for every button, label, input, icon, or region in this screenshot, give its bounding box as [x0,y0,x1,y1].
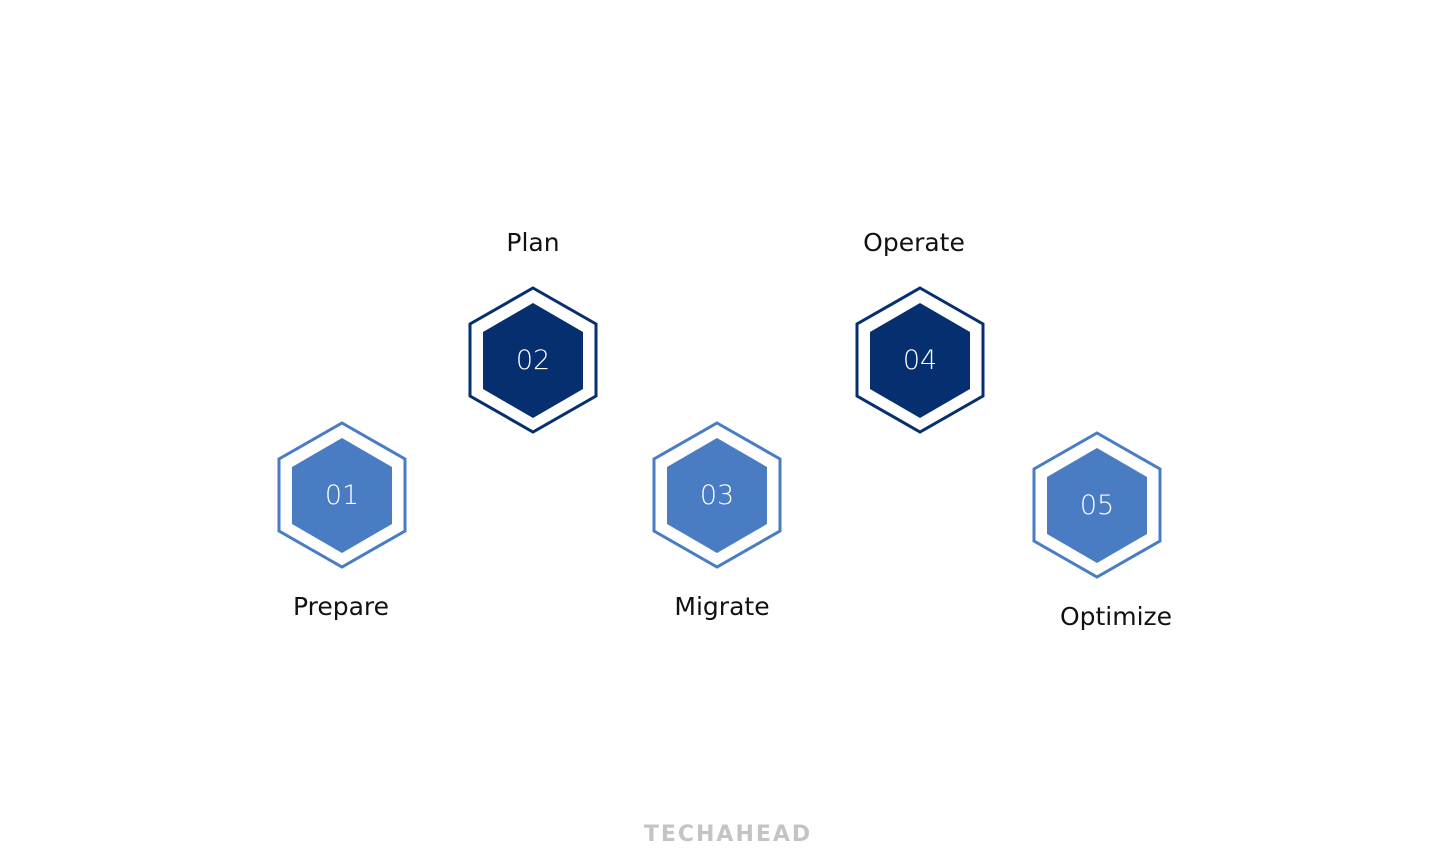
step-number: 03 [699,479,735,511]
hexagon-shape-icon [468,286,598,434]
step-04-hexagon: 04 [855,286,985,434]
step-05-hexagon: 05 [1032,431,1162,579]
hexagon-shape-icon [855,286,985,434]
step-02-label: Plan [506,228,560,257]
hexagon-shape-icon [652,421,782,569]
techahead-logo: TECHAHEAD [643,822,813,847]
step-number: 02 [515,344,551,376]
step-03-hexagon: 03 [652,421,782,569]
hexagon-shape-icon [1032,431,1162,579]
step-number: 01 [324,479,360,511]
step-04-label: Operate [863,228,965,257]
step-01-label: Prepare [292,592,390,621]
step-number: 04 [902,344,938,376]
step-03-label: Migrate [674,592,770,621]
hexagon-shape-icon [277,421,407,569]
step-01-hexagon: 01 [277,421,407,569]
step-02-hexagon: 02 [468,286,598,434]
step-number: 05 [1079,489,1115,521]
step-05-label: Optimize [1059,602,1173,631]
